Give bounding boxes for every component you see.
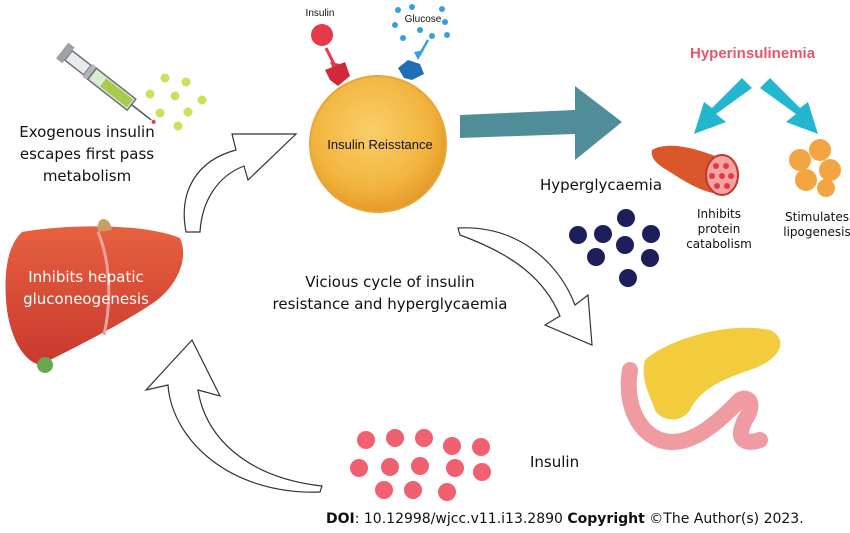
fat-cells-icon xyxy=(789,139,841,197)
insulin-bottom-label: Insulin xyxy=(530,453,580,471)
insulin-dots xyxy=(350,429,491,501)
syringe-icon xyxy=(56,42,156,124)
hyperglycaemia-label: Hyperglycaemia xyxy=(540,176,663,194)
receptor-icon xyxy=(325,62,350,86)
pancreas-icon xyxy=(620,327,781,450)
doi-label: DOI xyxy=(326,511,355,527)
teal-arrow xyxy=(460,86,622,160)
liver-icon xyxy=(5,218,184,373)
muscle-icon xyxy=(651,145,739,196)
cycle-arrow-bottom-to-liver xyxy=(144,338,323,493)
green-dots xyxy=(145,73,207,131)
cycle-arrow-cell-to-pancreas xyxy=(457,227,593,346)
receptor-icon xyxy=(398,60,424,80)
copyright-label: Copyright xyxy=(567,511,645,527)
cyan-arrow-right xyxy=(760,78,818,134)
hyperinsulinemia-label: Hyperinsulinemia xyxy=(690,45,816,62)
cell-icon xyxy=(309,75,447,213)
insulin-top-label: Insulin xyxy=(305,8,335,19)
insulin-resistance-label: Insulin Reisstance xyxy=(327,137,433,152)
copyright-value: ©The Author(s) 2023. xyxy=(644,511,804,527)
exogenous-insulin-label: Exogenous insulin escapes first pass met… xyxy=(19,123,155,185)
stimulates-lipogenesis-label: Stimulates lipogenesis xyxy=(783,210,850,239)
footer-citation: DOI: 10.12998/wjcc.v11.i13.2890 Copyrigh… xyxy=(326,511,804,527)
cycle-arrow-liver-to-cell xyxy=(183,133,298,233)
glucose-dots-hyperglycaemia xyxy=(569,209,660,287)
inhibits-protein-label: Inhibits protein catabolism xyxy=(686,207,752,251)
doi-value: : 10.12998/wjcc.v11.i13.2890 xyxy=(354,511,568,527)
insulin-arrow xyxy=(324,47,336,65)
insulin-molecule xyxy=(311,24,333,46)
liver-label: Inhibits hepatic gluconeogenesis xyxy=(23,268,149,308)
glucose-dots xyxy=(392,4,450,41)
vicious-cycle-label: Vicious cycle of insulin resistance and … xyxy=(272,273,508,313)
glucose-top-label: Glucose xyxy=(404,14,442,25)
cyan-arrow-left xyxy=(694,78,752,134)
